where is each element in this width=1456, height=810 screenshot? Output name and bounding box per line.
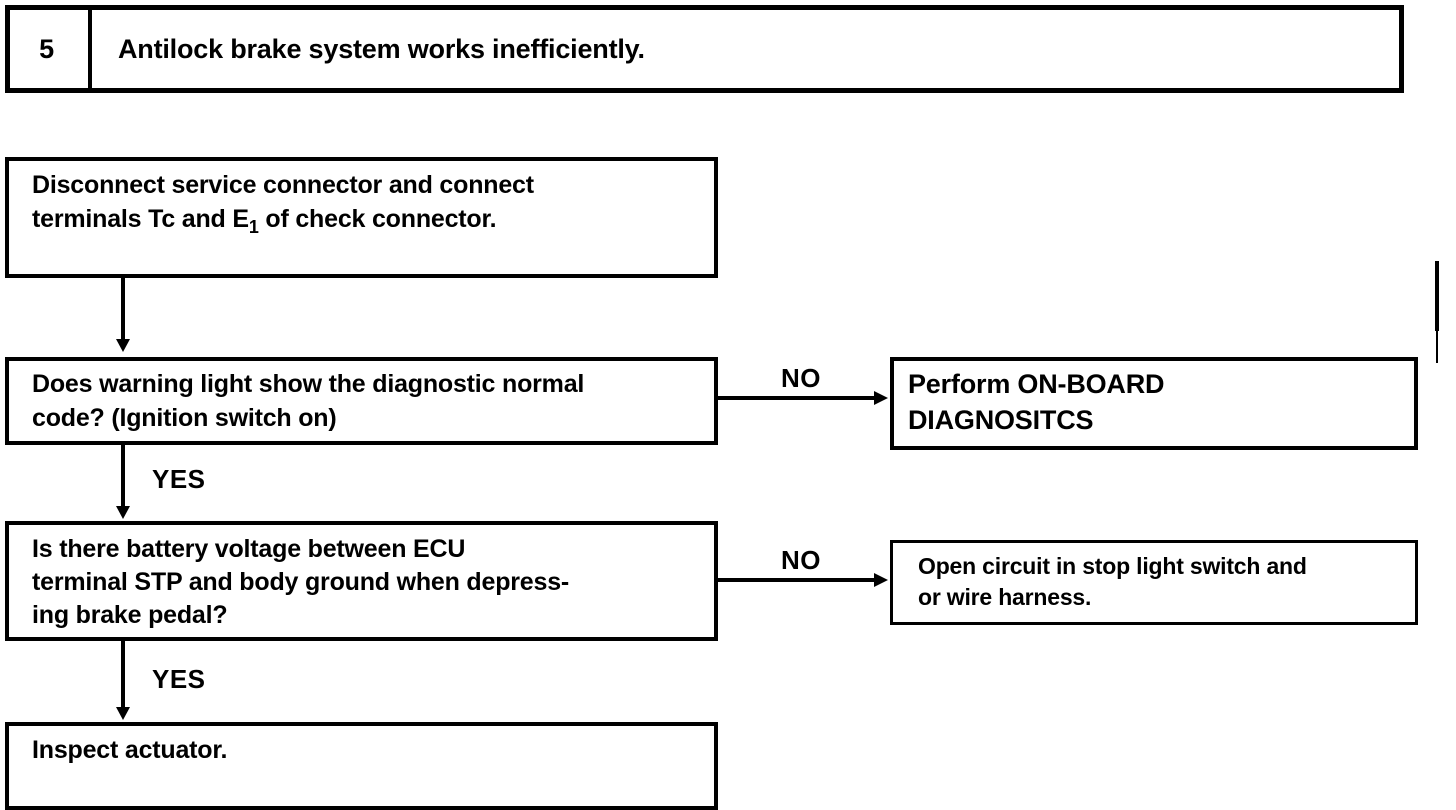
step-box-disconnect	[5, 157, 718, 278]
decision-text-warning-light: Does warning light show the diagnostic n…	[32, 370, 585, 432]
header-divider	[88, 5, 92, 93]
connector-battery-to-inspect	[121, 641, 125, 709]
connector-disconnect-to-warning	[121, 278, 125, 344]
connector-warning-no	[718, 396, 878, 400]
decision-box-battery-voltage	[5, 521, 718, 641]
branch-label-no-1: NO	[781, 363, 821, 393]
arrow-right-icon	[874, 391, 888, 405]
result-box-on-board-diagnostics	[890, 357, 1418, 450]
connector-warning-to-battery	[121, 445, 125, 510]
arrow-down-icon	[116, 707, 130, 720]
header-row	[5, 5, 1404, 93]
decision-box-warning-light	[5, 357, 718, 445]
header-step-number: 5	[39, 33, 54, 64]
branch-label-yes-2: YES	[152, 664, 206, 694]
arrow-down-icon	[116, 506, 130, 519]
result-box-open-circuit	[890, 540, 1418, 625]
step-text-inspect-actuator: Inspect actuator.	[32, 736, 228, 764]
branch-label-no-2: NO	[781, 545, 821, 575]
step-box-inspect-actuator	[5, 722, 718, 810]
step-text-disconnect: Disconnect service connector and connect…	[32, 171, 534, 237]
page-edge-rule-faint	[1436, 331, 1438, 363]
branch-label-yes-1: YES	[152, 464, 206, 494]
connector-battery-no	[718, 578, 878, 582]
page-title: Antilock brake system works inefficientl…	[118, 34, 645, 64]
arrow-down-icon	[116, 339, 130, 352]
page-edge-rule	[1435, 261, 1439, 331]
arrow-right-icon	[874, 573, 888, 587]
subscript-one: 1	[248, 217, 259, 237]
